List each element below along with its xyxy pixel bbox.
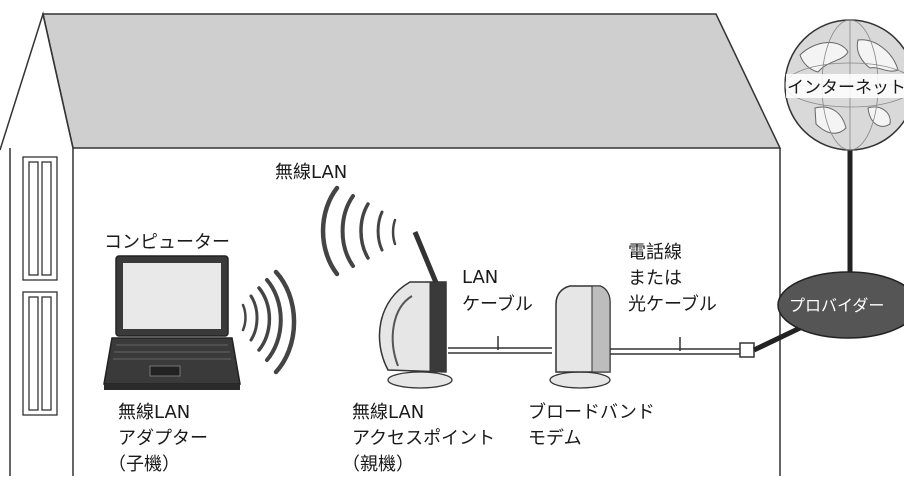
adapter-label-1: 無線LAN bbox=[118, 402, 190, 423]
house bbox=[0, 11, 782, 476]
internet-label: インターネット bbox=[787, 78, 904, 98]
house-roof bbox=[42, 13, 782, 149]
adapter-label-3: （子機） bbox=[108, 454, 180, 475]
adapter-label-2: アダプター bbox=[118, 428, 208, 449]
modem-label-1: ブロードバンド bbox=[528, 401, 655, 423]
phone-label-1: 電話線 bbox=[628, 242, 682, 263]
provider-link bbox=[752, 325, 802, 353]
window-upper bbox=[22, 156, 58, 281]
computer-label: コンピューター bbox=[104, 232, 230, 253]
provider-node bbox=[777, 271, 904, 339]
globe-icon bbox=[784, 19, 904, 151]
ap-label-3: （親機） bbox=[342, 454, 414, 475]
wireless-waves-laptop bbox=[241, 269, 297, 375]
phone-label-2: または bbox=[628, 268, 682, 289]
cables bbox=[448, 336, 755, 358]
wall-jack bbox=[739, 342, 755, 358]
modem-icon bbox=[549, 285, 611, 389]
wireless-waves-ap bbox=[320, 185, 397, 277]
wireless-lan-label: 無線LAN bbox=[275, 162, 347, 183]
laptop-icon bbox=[103, 255, 241, 390]
phone-label-3: 光ケーブル bbox=[628, 293, 717, 315]
lan-cable-label-2: ケーブル bbox=[462, 293, 533, 315]
access-point-icon bbox=[378, 231, 453, 389]
window-lower bbox=[22, 291, 58, 416]
lan-cable-label-1: LAN bbox=[462, 267, 498, 288]
provider-label: プロバイダー bbox=[789, 296, 884, 315]
house-left-wall bbox=[0, 11, 74, 476]
ap-label-1: 無線LAN bbox=[352, 402, 424, 423]
ap-label-2: アクセスポイント bbox=[352, 428, 495, 449]
modem-label-2: モデム bbox=[528, 428, 582, 449]
